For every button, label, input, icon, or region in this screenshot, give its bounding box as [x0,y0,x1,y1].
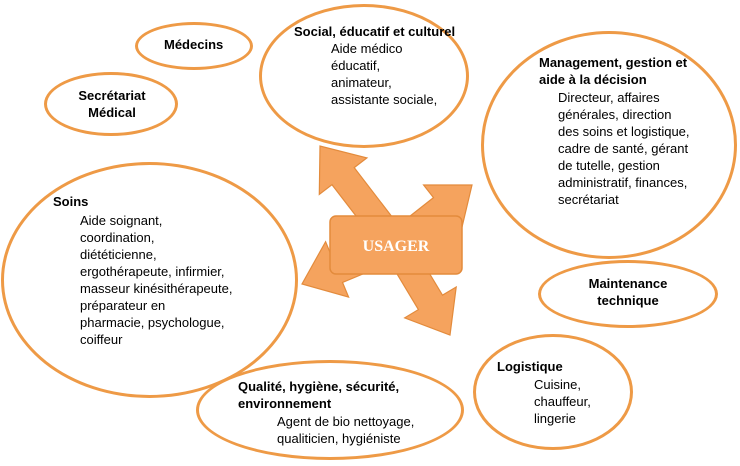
secretariat-title: Secrétariat Médical [74,87,150,121]
soins-body-line: masseur kinésithérapeute, [80,281,233,296]
logistique-body: Cuisine, chauffeur, lingerie [534,376,591,427]
secretariat-title-line-2: Médical [88,105,136,120]
soins-body-line: ergothérapeute, infirmier, [80,264,225,279]
soins-body-line: Aide soignant, [80,213,163,228]
logistique-body-line: Cuisine, [534,377,581,392]
social-body-line: Aide médico [331,41,403,56]
medecins-title: Médecins [164,37,224,52]
social-title: Social, éducatif et culturel [294,24,456,39]
qualite-body-line: qualiticien, hygiéniste [277,431,401,446]
management-body-line: de tutelle, gestion [558,158,660,173]
management-body-line: cadre de santé, gérant [558,141,689,156]
qualite-bubble [196,360,464,460]
management-body-line: des soins et logistique, [558,124,690,139]
management-body-line: administratif, finances, [558,175,688,190]
management-body-line: générales, direction [558,107,672,122]
qualite-title: Qualité, hygiène, sécurité, environnemen… [238,378,399,412]
medecins-bubble [135,22,253,70]
qualite-body-line: Agent de bio nettoyage, [277,414,415,429]
soins-body-line: préparateur en [80,298,166,313]
social-body-line: éducatif, [331,58,381,73]
social-body: Aide médico éducatif, animateur, assista… [331,40,437,108]
usager-box [329,215,463,275]
usager-label: USAGER [363,238,430,255]
logistique-bubble [473,334,633,450]
logistique-body-line: lingerie [534,411,576,426]
maintenance-title-line-2: technique [597,293,659,308]
qualite-body: Agent de bio nettoyage, qualiticien, hyg… [277,413,414,447]
social-body-line: assistante sociale, [331,92,438,107]
management-body-line: Directeur, affaires [558,90,660,105]
management-bubble [481,31,737,259]
management-title-line-2: aide à la décision [539,72,647,87]
logistique-title: Logistique [497,359,563,374]
soins-body-line: diététicienne, [80,247,157,262]
maintenance-title-line-1: Maintenance [588,276,668,291]
soins-title: Soins [53,194,89,209]
logistique-body-line: chauffeur, [534,394,591,409]
qualite-title-line-1: Qualité, hygiène, sécurité, [238,379,400,394]
soins-body-line: pharmacie, psychologue, [80,315,225,330]
social-bubble [259,4,469,148]
management-title: Management, gestion et aide à la décisio… [539,54,687,88]
secretariat-title-line-1: Secrétariat [78,88,146,103]
management-body: Directeur, affaires générales, direction… [558,89,690,208]
qualite-title-line-2: environnement [238,396,332,411]
soins-bubble [1,162,298,398]
soins-body-line: coiffeur [80,332,123,347]
management-body-line: secrétariat [558,192,619,207]
soins-body: Aide soignant, coordination, diététicien… [80,212,232,348]
social-body-line: animateur, [331,75,392,90]
secretariat-bubble [44,72,178,136]
maintenance-bubble [538,260,718,328]
management-title-line-1: Management, gestion et [539,55,688,70]
maintenance-title: Maintenance technique [568,275,688,309]
soins-body-line: coordination, [80,230,155,245]
